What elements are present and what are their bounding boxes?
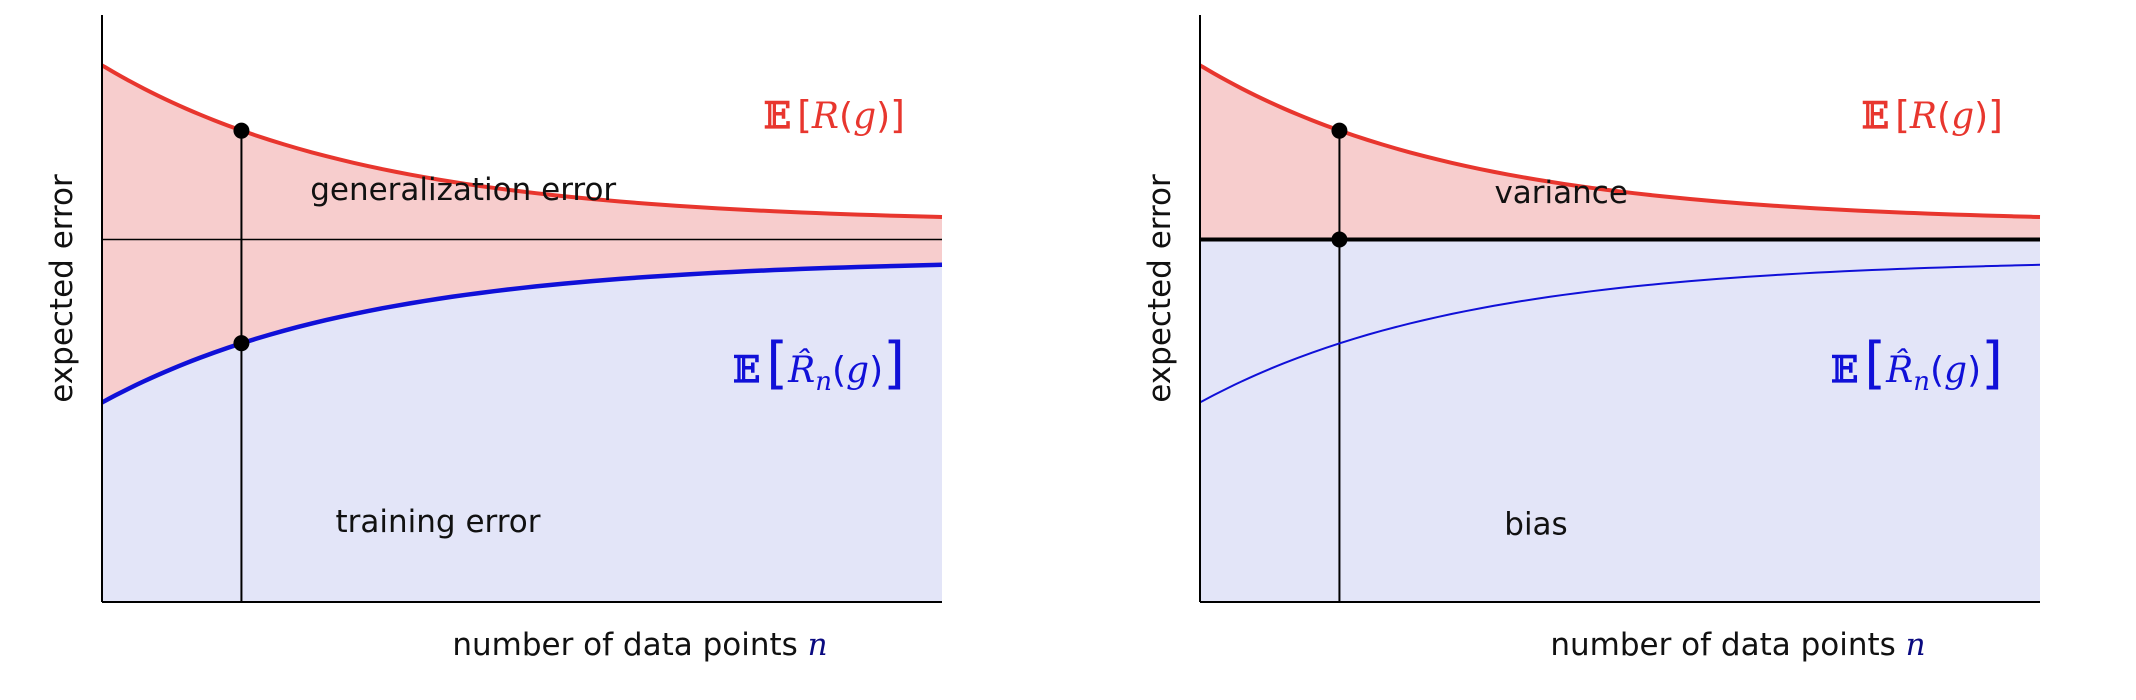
x-axis-label: number of data points n (1550, 627, 1925, 663)
paren-close: ) (1974, 96, 1988, 137)
risk-subscript: n (815, 367, 832, 397)
series-label-1: 𝔼[R(g)] (764, 93, 905, 137)
y-axis-label: expected error (44, 174, 80, 403)
risk-symbol: R (1909, 96, 1937, 137)
x-axis-label-text: number of data points (452, 627, 797, 663)
upper-region-label: variance (1494, 175, 1627, 211)
lower-region-label: training error (336, 504, 541, 540)
function-g: g (853, 96, 876, 137)
bracket-close: ] (1988, 93, 2003, 137)
risk-symbol: R̂ (787, 348, 815, 391)
function-g: g (846, 350, 869, 391)
bracket-close: ] (1981, 331, 2003, 396)
function-g: g (1951, 96, 1974, 137)
bracket-close: ] (883, 331, 905, 396)
paren-close: ) (1967, 350, 1981, 391)
paren-open: ( (1930, 350, 1944, 391)
variance-area (1200, 65, 2040, 240)
chart-panel-1: generalization error training error expect… (44, 15, 943, 663)
upper-region-label: generalization error (310, 172, 616, 208)
bias-area (1200, 239, 2040, 602)
x-axis-label-space (1896, 627, 1906, 663)
x-axis-label-text: number of data points (1550, 627, 1895, 663)
training-error-area (102, 264, 942, 602)
x-axis-variable: n (808, 627, 828, 663)
marker-point (1331, 231, 1348, 248)
marker-point (233, 335, 250, 352)
bracket-open: [ (797, 93, 812, 137)
bracket-open: [ (1864, 331, 1886, 396)
series-label-2: 𝔼[R̂n(g)] (733, 331, 905, 397)
y-axis-label: expected error (1142, 174, 1178, 403)
risk-subscript: n (1913, 367, 1930, 397)
series-label-2: 𝔼[R̂n(g)] (1831, 331, 2003, 397)
x-axis-variable: n (1906, 627, 1926, 663)
marker-point (233, 122, 250, 139)
bracket-open: [ (1895, 93, 1910, 137)
expectation-symbol: 𝔼 (764, 95, 791, 137)
paren-open: ( (1937, 96, 1951, 137)
expectation-symbol: 𝔼 (1831, 349, 1858, 391)
paren-open: ( (839, 96, 853, 137)
risk-symbol: R̂ (1885, 348, 1913, 391)
lower-region-label: bias (1504, 507, 1567, 543)
x-axis-label-space (798, 627, 808, 663)
paren-close: ) (869, 350, 883, 391)
expectation-symbol: 𝔼 (1862, 95, 1889, 137)
function-g: g (1944, 350, 1967, 391)
paren-open: ( (832, 350, 846, 391)
paren-close: ) (876, 96, 890, 137)
bracket-close: ] (890, 93, 905, 137)
chart-panel-2: variance bias expected error number of data… (1142, 15, 2041, 663)
risk-symbol: R (811, 96, 839, 137)
marker-point (1331, 122, 1348, 139)
x-axis-label: number of data points n (452, 627, 827, 663)
expectation-symbol: 𝔼 (733, 349, 760, 391)
series-label-1: 𝔼[R(g)] (1862, 93, 2003, 137)
generalization-error-area (102, 65, 942, 403)
bracket-open: [ (766, 331, 788, 396)
empirical-risk-line (1199, 263, 2041, 404)
